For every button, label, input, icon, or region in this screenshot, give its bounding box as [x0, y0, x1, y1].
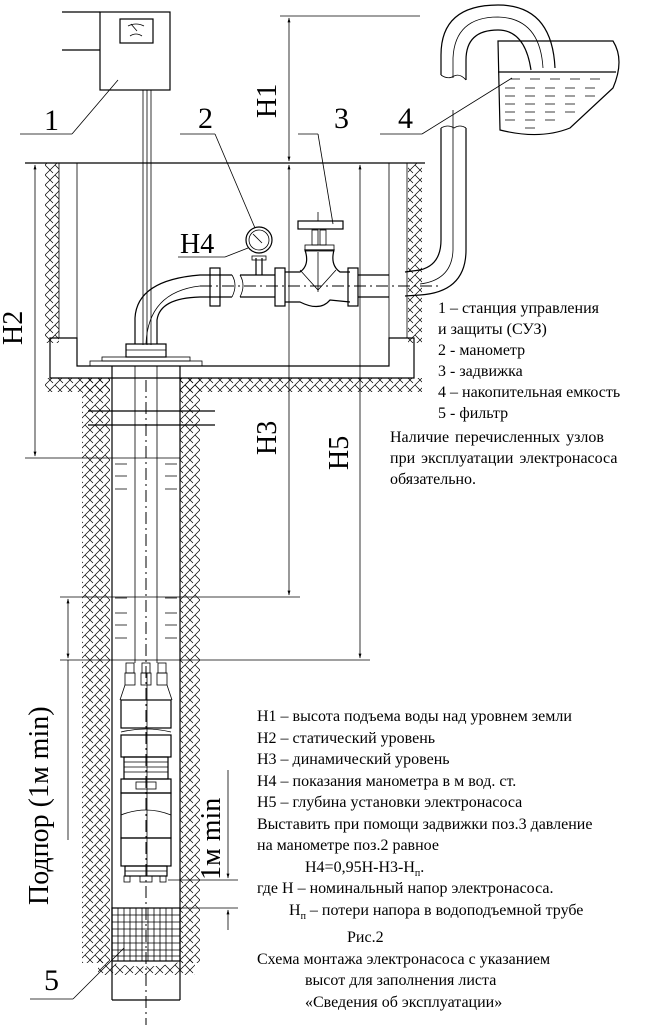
legend-note-line: обязательно.	[390, 471, 477, 488]
pit-piping	[134, 212, 440, 345]
dimension-h1-label: H1	[252, 84, 283, 118]
dimension-submergence-label: Подпор (1м min)	[24, 706, 55, 905]
legend-item: 5 - фильтр	[438, 405, 509, 422]
explanation-line: H3 – динамический уровень	[257, 751, 450, 768]
callout-1: 1	[20, 79, 119, 137]
callout-3: 3	[298, 102, 349, 225]
filter-screen	[111, 907, 181, 962]
legend-note-line: Наличие перечисленных узлов	[390, 429, 604, 446]
caisson-pit	[25, 162, 425, 392]
explanation-line: H4 – показания манометра в м вод. ст.	[257, 772, 517, 790]
hp-rest: – потери напора в водоподъемной трубе	[305, 901, 584, 919]
discharge-pipe	[404, 4, 556, 297]
h4-label-group: H4	[178, 229, 249, 260]
caption-line: «Сведения об эксплуатации»	[305, 993, 503, 1011]
height-explanations: H1 – высота подъема воды над уровнем зем…	[257, 706, 592, 884]
dimension-submergence: Подпор (1м min)	[24, 598, 70, 905]
caption-line: Схема монтажа электронасоса с указанием	[257, 950, 551, 968]
dimension-h3: H3	[60, 164, 300, 598]
hp-line: Hп – потери напора в водоподъемной трубе	[257, 900, 583, 928]
gate-valve	[285, 212, 351, 308]
caption-line: высот для заполнения листа	[305, 972, 497, 990]
dimension-h3-label: H3	[252, 421, 283, 455]
dimension-h4-label: H4	[180, 229, 214, 260]
borehole	[82, 366, 215, 1025]
dimension-pump-to-filter: 1м min	[168, 770, 238, 930]
hp-subscript: п	[300, 910, 306, 922]
dimension-h5: H5	[60, 164, 370, 661]
legend-item: 4 – накопительная емкость	[438, 384, 621, 401]
callout-2-label: 2	[198, 102, 213, 135]
formula-subscript: п	[414, 867, 421, 879]
dimension-h2: H2	[0, 164, 180, 459]
legend-note-line: при эксплуатации электронасоса	[390, 450, 618, 467]
dimension-h1: H1	[252, 15, 420, 162]
legend-item: 3 - задвижка	[438, 363, 523, 380]
dimension-h2-label: H2	[0, 311, 29, 345]
callout-1-label: 1	[44, 104, 59, 137]
control-station	[62, 11, 171, 345]
dimension-1m-min-label: 1м min	[196, 798, 227, 880]
legend-note: Наличие перечисленных узлов при эксплуат…	[390, 427, 617, 490]
explanation-line: H5 – глубина установки электронасоса	[257, 794, 523, 811]
explanation-line: H2 – статический уровень	[257, 729, 436, 747]
where-h-line: где H – номинальный напор электронасоса.	[257, 880, 554, 897]
storage-tank	[497, 40, 620, 136]
formula-text: H4=0,95H-H3-H	[305, 858, 415, 876]
formula: H4=0,95H-H3-Hп.	[257, 857, 592, 885]
callout-2: 2	[180, 102, 256, 229]
callout-4-label: 4	[398, 102, 413, 135]
callout-5-label: 5	[44, 964, 59, 997]
legend-item: 2 - манометр	[438, 342, 526, 359]
explanation-line: Выставить при помощи задвижки поз.3 давл…	[257, 815, 593, 833]
pressure-gauge-icon	[245, 226, 273, 254]
components-legend: 1 – станция управления и защиты (СУЗ) 2 …	[438, 298, 620, 424]
figure-number: Рис.2	[347, 929, 384, 947]
callout-4: 4	[380, 77, 513, 135]
dimension-h5-label: H5	[324, 436, 355, 470]
formula-notes: где H – номинальный напор электронасоса.…	[257, 878, 583, 1013]
callout-5: 5	[30, 947, 125, 1000]
submersible-pump	[119, 662, 173, 883]
callout-3-label: 3	[334, 102, 349, 135]
hp-text: H	[289, 901, 301, 919]
formula-end: .	[420, 858, 425, 876]
legend-item: 1 – станция управления	[438, 300, 600, 317]
explanation-line: H1 – высота подъема воды над уровнем зем…	[257, 708, 572, 725]
explanation-line: на манометре поз.2 равное	[257, 837, 439, 854]
legend-item: и защиты (СУЗ)	[438, 321, 547, 338]
